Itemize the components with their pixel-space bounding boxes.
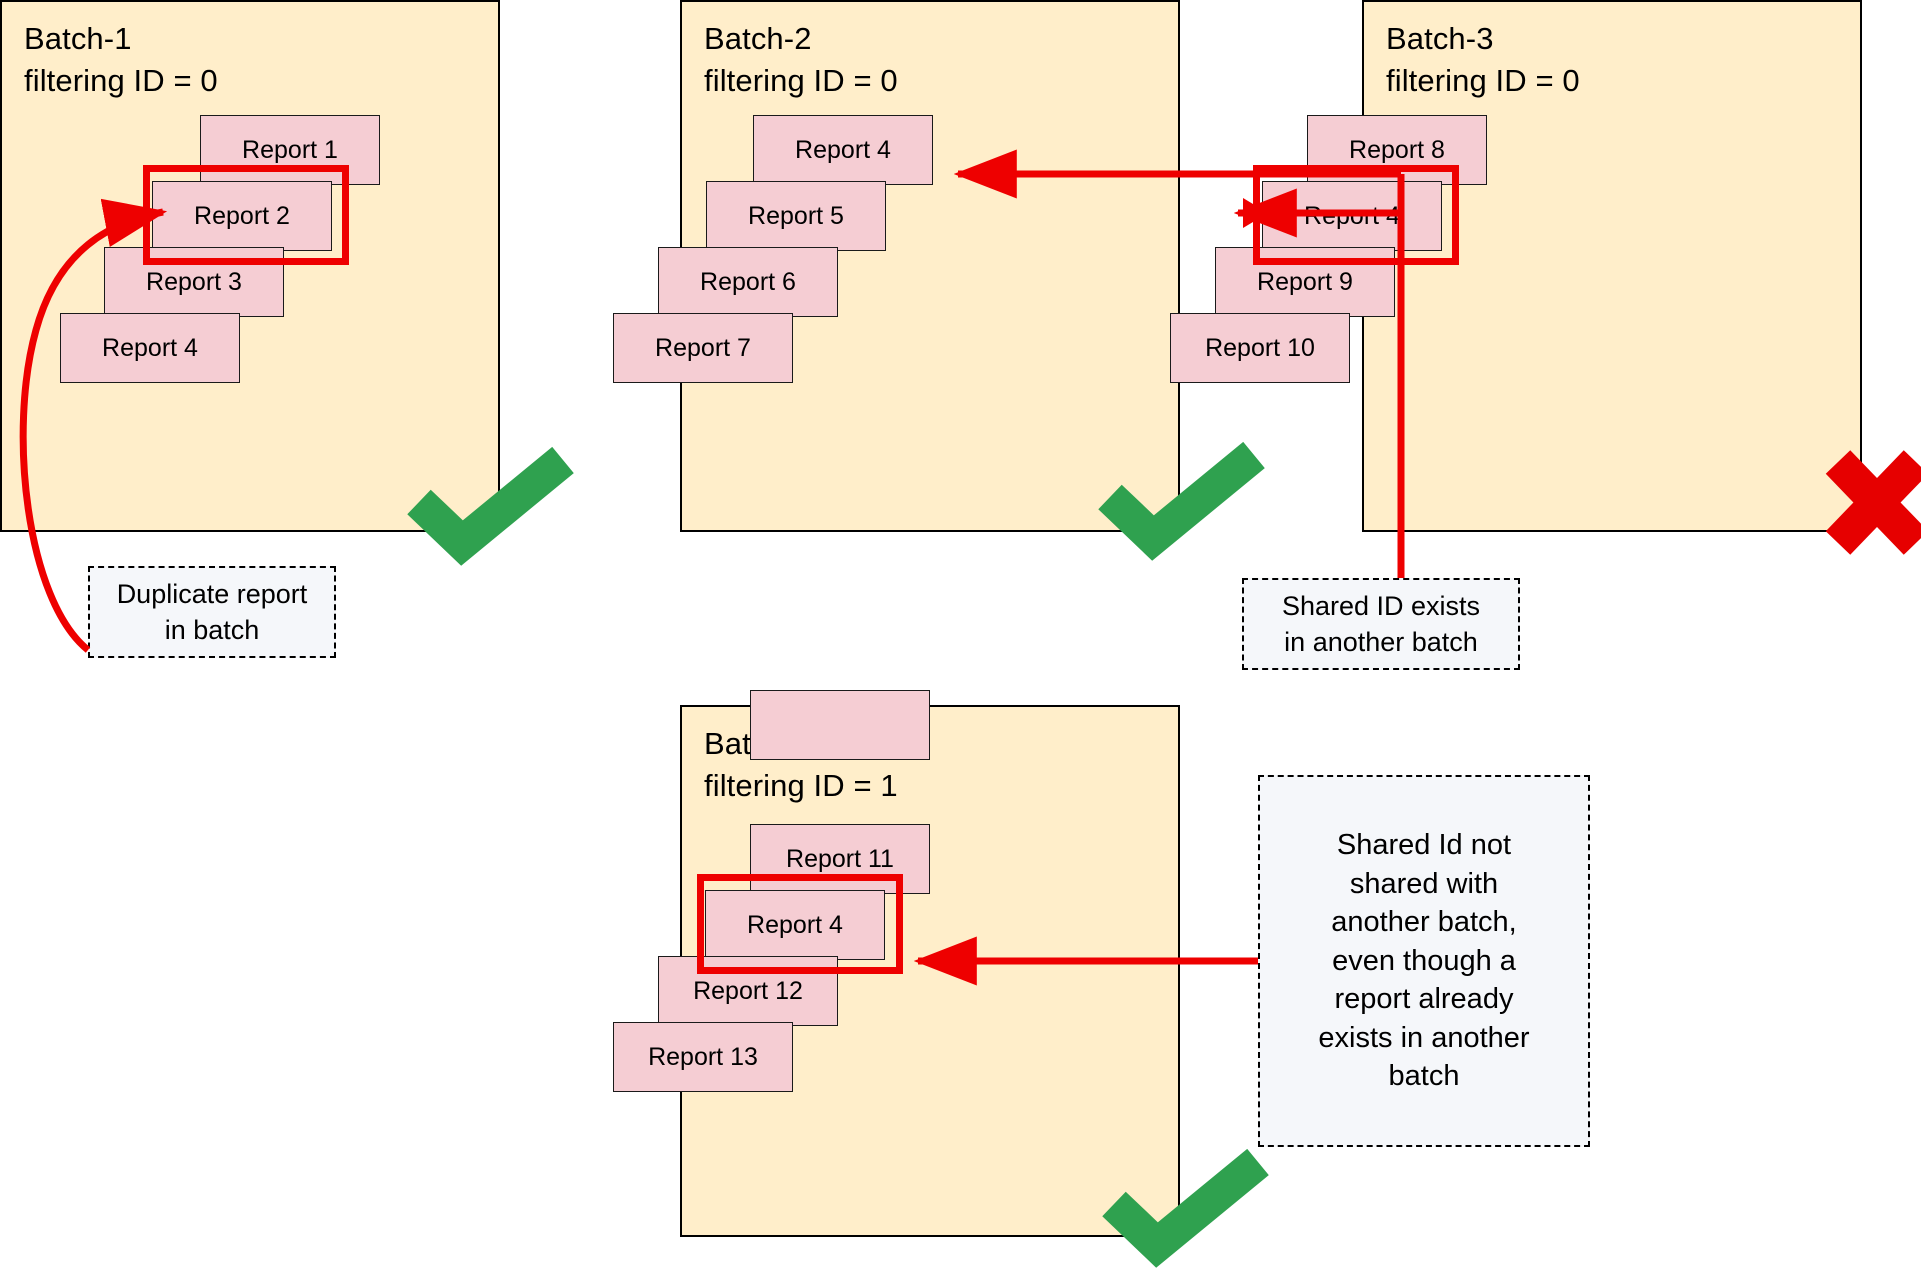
- report-label: Report 9: [1257, 267, 1353, 296]
- report-label: Report 3: [146, 267, 242, 296]
- report-label: Report 5: [748, 201, 844, 230]
- note-text: Shared Id not shared with another batch,…: [1318, 829, 1530, 1093]
- report-card-batch4-0: [750, 690, 930, 760]
- report-label: Report 12: [693, 976, 803, 1005]
- highlight-rect-batch3-report4: [1253, 165, 1459, 265]
- report-label: Report 4: [795, 135, 891, 164]
- batch-title-2: Batch-2 filtering ID = 0: [704, 21, 898, 99]
- report-card-batch1-3: Report 4: [60, 313, 240, 383]
- report-label: Report 8: [1349, 135, 1445, 164]
- report-card-batch4-2: Report 4: [705, 890, 885, 960]
- highlight-rect-batch1-report2: [143, 165, 349, 265]
- report-label: Report 2: [194, 201, 290, 230]
- note-text: Shared ID exists in another batch: [1281, 590, 1481, 657]
- batch-title-1: Batch-1 filtering ID = 0: [24, 21, 218, 99]
- report-label: Report 7: [655, 333, 751, 362]
- report-card-batch1-0: Report 1: [200, 115, 380, 185]
- report-card-batch2-3: Report 7: [613, 313, 793, 383]
- note-shared-id-not-shared: Shared Id not shared with another batch,…: [1258, 775, 1590, 1147]
- report-card-batch2-0: Report 4: [753, 115, 933, 185]
- report-label: Report 13: [648, 1042, 758, 1071]
- report-label: Report 6: [700, 267, 796, 296]
- report-label: Report 10: [1205, 333, 1315, 362]
- report-card-batch1-1: Report 2: [152, 181, 332, 251]
- report-label: Report 4: [102, 333, 198, 362]
- report-card-batch2-2: Report 6: [658, 247, 838, 317]
- batch-container-3: Batch-3 filtering ID = 0: [1362, 0, 1862, 532]
- report-card-batch2-1: Report 5: [706, 181, 886, 251]
- batch-title-3: Batch-3 filtering ID = 0: [1386, 21, 1580, 99]
- report-card-batch3-3: Report 10: [1170, 313, 1350, 383]
- note-shared-id-exists: Shared ID exists in another batch: [1242, 578, 1520, 670]
- report-label: Report 11: [786, 844, 894, 873]
- note-text: Duplicate report in batch: [116, 578, 308, 645]
- report-label: Report 1: [242, 135, 338, 164]
- highlight-rect-batch4-report4: [697, 874, 903, 974]
- note-duplicate-report: Duplicate report in batch: [88, 566, 336, 658]
- report-card-batch4-4: Report 13: [613, 1022, 793, 1092]
- report-label: Report 4: [747, 910, 843, 939]
